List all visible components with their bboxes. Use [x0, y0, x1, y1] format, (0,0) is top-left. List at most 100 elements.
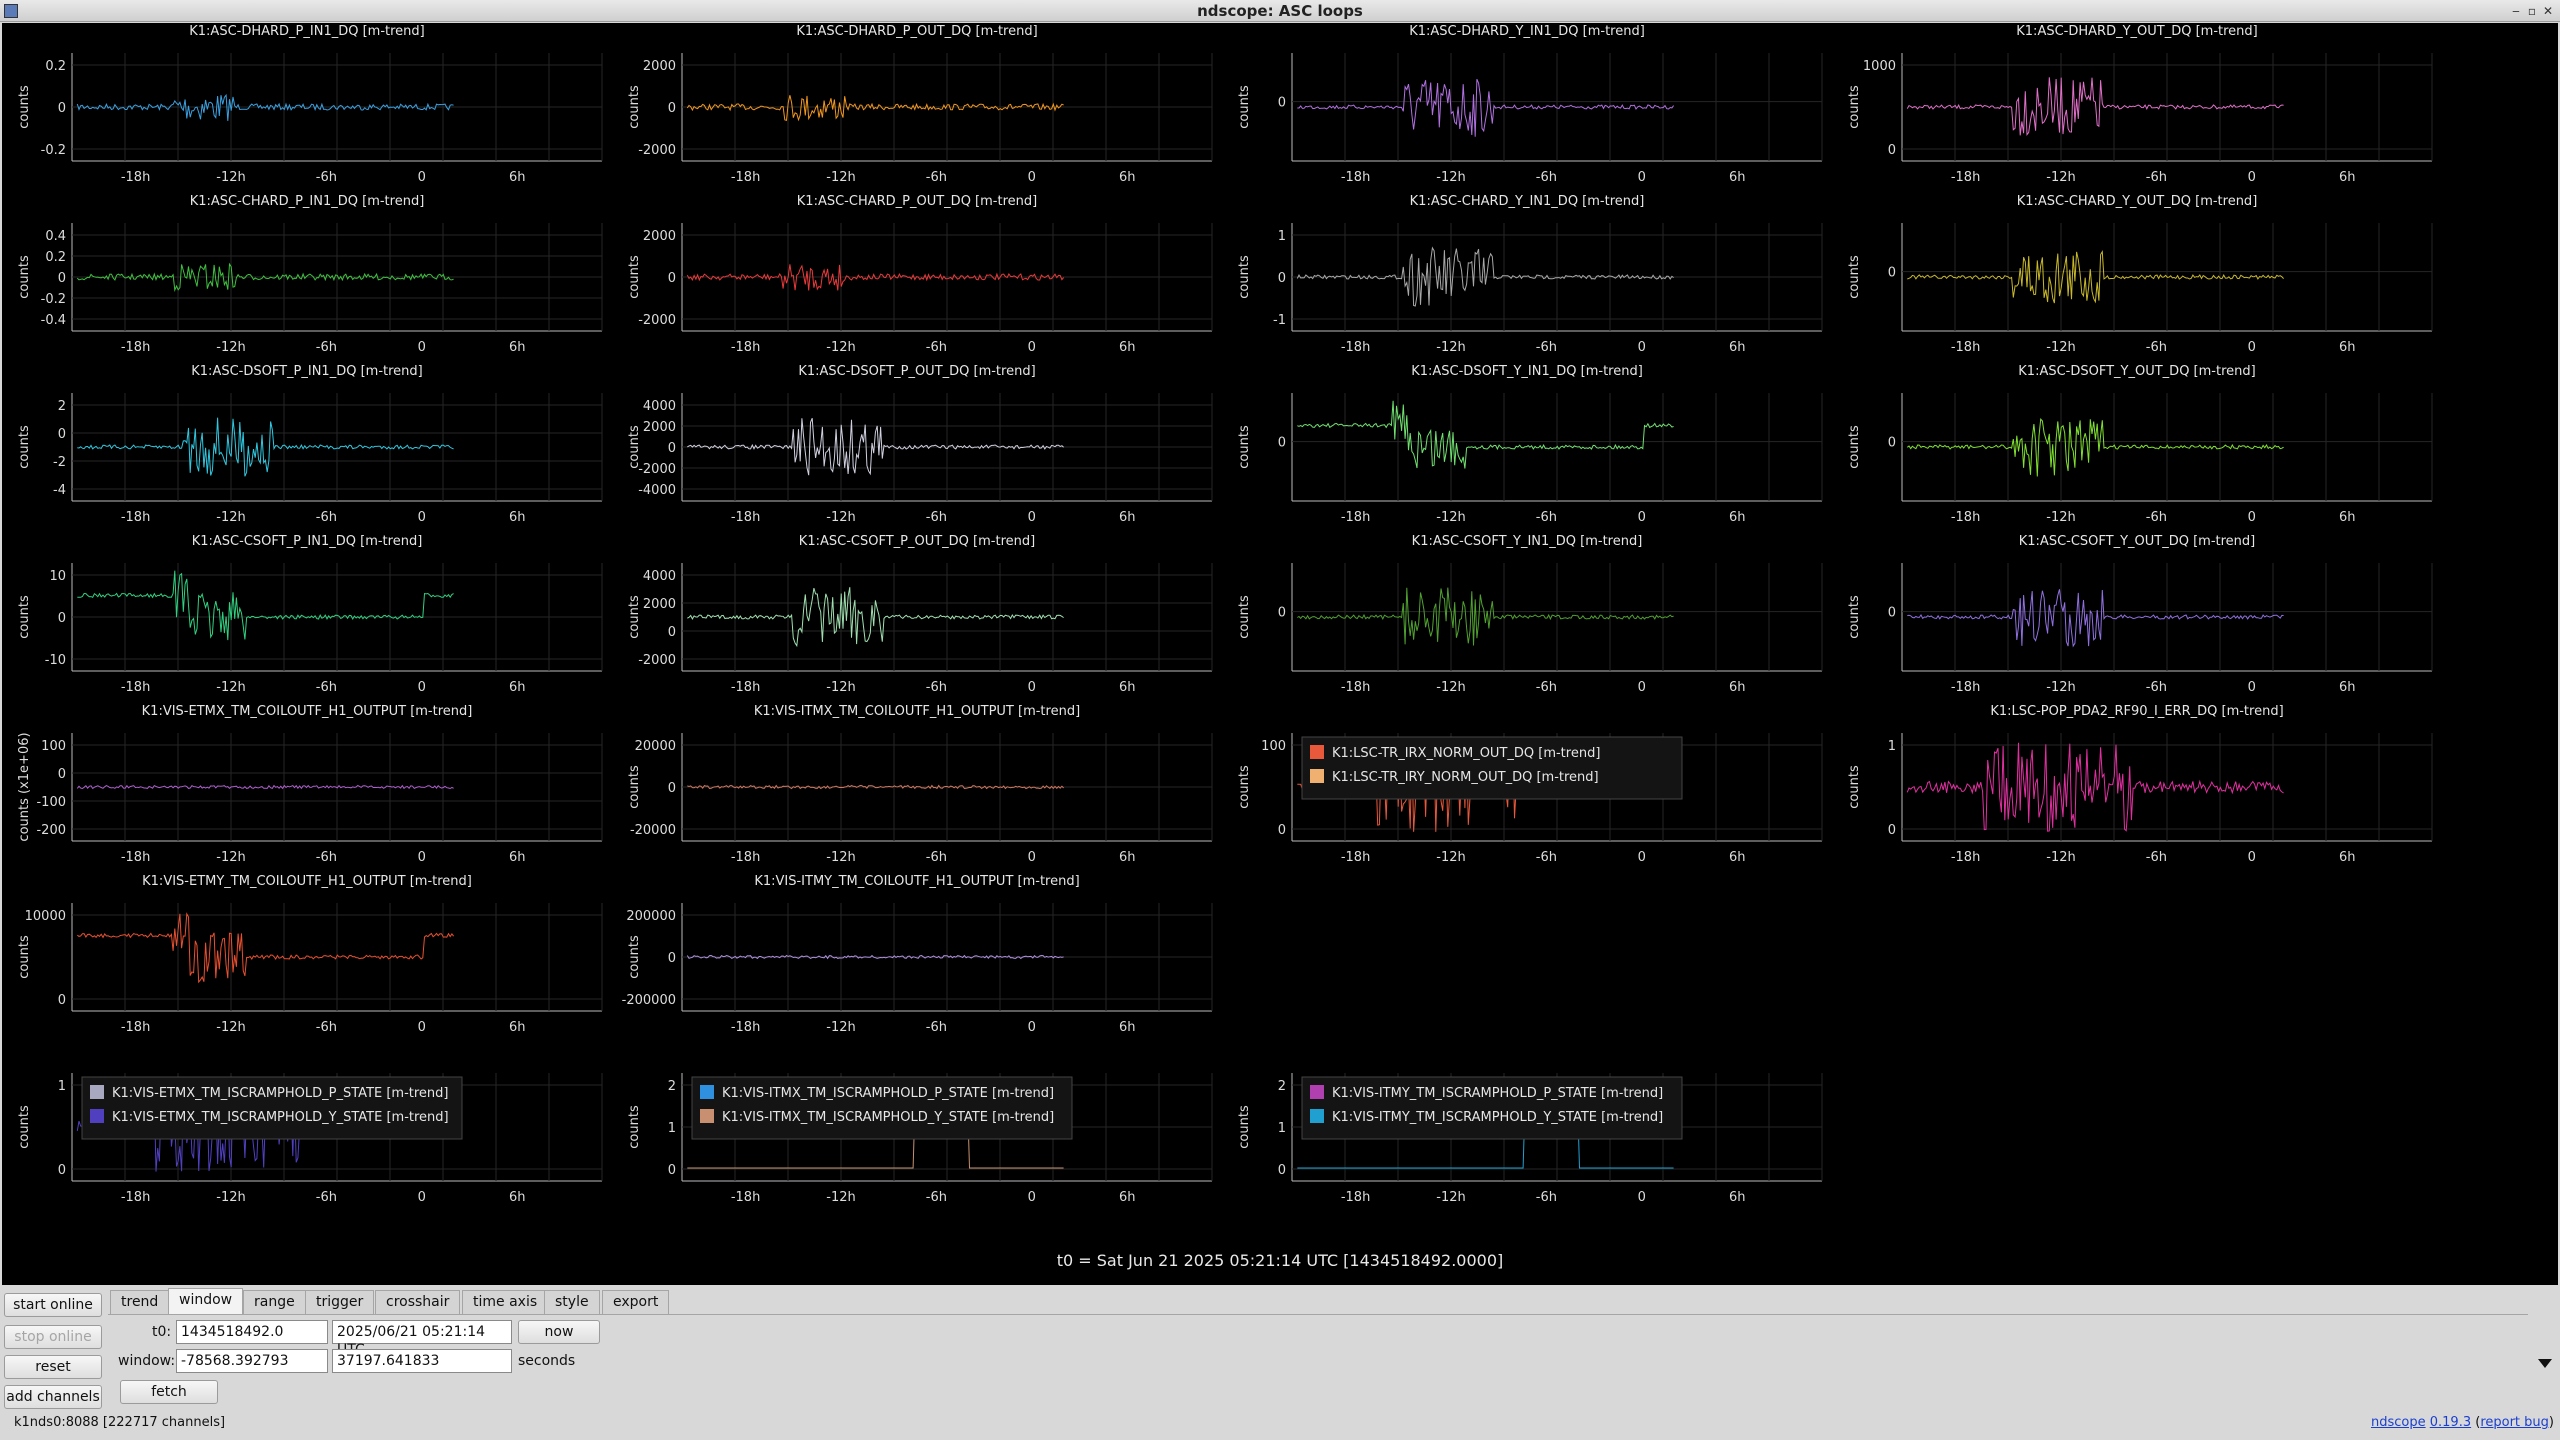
plot-12[interactable]: K1:ASC-DSOFT_Y_OUT_DQ [m-trend]0counts-1… [1847, 364, 2433, 525]
y-tick-label: -20000 [630, 823, 676, 838]
x-tick-label: 0 [1028, 850, 1036, 865]
x-tick-label: 0 [1638, 170, 1646, 185]
x-tick-label: -18h [1951, 850, 1980, 865]
plot-17[interactable]: K1:VIS-ETMX_TM_COILOUTF_H1_OUTPUT [m-tre… [17, 704, 603, 865]
x-tick-label: 0 [1028, 1190, 1036, 1205]
version-link[interactable]: 0.19.3 [2429, 1415, 2472, 1430]
window-end-input[interactable]: 37197.641833 [332, 1349, 512, 1373]
tab-window[interactable]: window [168, 1288, 244, 1315]
tab-export[interactable]: export [602, 1290, 670, 1314]
y-axis-label: counts [627, 85, 642, 129]
trace [687, 784, 1064, 790]
x-tick-label: -6h [316, 170, 337, 185]
y-tick-label: 100 [41, 739, 66, 754]
y-tick-label: -2000 [638, 143, 676, 158]
expand-arrow-icon[interactable] [2538, 1359, 2552, 1368]
tab-time-axis[interactable]: time axis [462, 1290, 549, 1314]
tab-trigger[interactable]: trigger [305, 1290, 375, 1314]
ndscope-link[interactable]: ndscope [2370, 1415, 2426, 1430]
plot-5[interactable]: K1:ASC-CHARD_P_IN1_DQ [m-trend]0.40.20-0… [17, 194, 603, 355]
plot-10[interactable]: K1:ASC-DSOFT_P_OUT_DQ [m-trend]400020000… [627, 364, 1213, 525]
x-tick-label: -18h [1341, 680, 1370, 695]
plot-20[interactable]: K1:LSC-POP_PDA2_RF90_I_ERR_DQ [m-trend]1… [1847, 704, 2433, 865]
legend-label: K1:VIS-ETMX_TM_ISCRAMPHOLD_P_STATE [m-tr… [112, 1086, 449, 1101]
now-button[interactable]: now [518, 1320, 600, 1344]
plot-8[interactable]: K1:ASC-CHARD_Y_OUT_DQ [m-trend]0counts-1… [1847, 194, 2433, 355]
x-tick-label: 0 [1028, 510, 1036, 525]
plot-21[interactable]: K1:VIS-ETMY_TM_COILOUTF_H1_OUTPUT [m-tre… [17, 874, 603, 1035]
window-start-input[interactable]: -78568.392793 [176, 1349, 328, 1373]
plot-6[interactable]: K1:ASC-CHARD_P_OUT_DQ [m-trend]20000-200… [627, 194, 1213, 355]
plot-2[interactable]: K1:ASC-DHARD_P_OUT_DQ [m-trend]20000-200… [627, 24, 1213, 185]
trace [76, 93, 454, 121]
t0-gps-input[interactable]: 1434518492.0 [176, 1320, 328, 1344]
reset-button[interactable]: reset [4, 1355, 102, 1379]
y-tick-label: 1 [58, 1079, 66, 1094]
x-tick-label: 0 [418, 510, 426, 525]
plot-11[interactable]: K1:ASC-DSOFT_Y_IN1_DQ [m-trend]0counts-1… [1237, 364, 1823, 525]
y-tick-label: 0 [668, 101, 676, 116]
plot-14[interactable]: K1:ASC-CSOFT_P_OUT_DQ [m-trend]400020000… [627, 534, 1213, 695]
plot-7[interactable]: K1:ASC-CHARD_Y_IN1_DQ [m-trend]10-1count… [1237, 194, 1823, 355]
plot-3[interactable]: K1:ASC-DHARD_Y_IN1_DQ [m-trend]0counts-1… [1237, 24, 1823, 185]
x-tick-label: -12h [1436, 1190, 1465, 1205]
plot-grid[interactable]: K1:ASC-DHARD_P_IN1_DQ [m-trend]0.20-0.2c… [2, 23, 2558, 1285]
y-tick-label: 0.2 [45, 59, 66, 74]
y-tick-label: 0 [58, 611, 66, 626]
plot-1[interactable]: K1:ASC-DHARD_P_IN1_DQ [m-trend]0.20-0.2c… [17, 24, 603, 185]
plot-15[interactable]: K1:ASC-CSOFT_Y_IN1_DQ [m-trend]0counts-1… [1237, 534, 1823, 695]
y-axis-label: counts (x1e+06) [17, 732, 32, 841]
minimize-icon[interactable]: ‒ [2512, 4, 2520, 18]
y-tick-label: 0 [1888, 606, 1896, 621]
y-axis-label: counts [627, 765, 642, 809]
x-tick-label: -6h [316, 1190, 337, 1205]
add-channels-button[interactable]: add channels [4, 1385, 102, 1409]
x-tick-label: 6h [2339, 680, 2356, 695]
tab-range[interactable]: range [243, 1290, 306, 1314]
x-tick-label: 6h [1729, 510, 1746, 525]
x-tick-label: 0 [1028, 170, 1036, 185]
close-icon[interactable]: ✕ [2542, 4, 2554, 18]
x-tick-label: 0 [1638, 1190, 1646, 1205]
x-tick-label: 0 [1028, 1020, 1036, 1035]
y-tick-label: 0 [668, 951, 676, 966]
fetch-button[interactable]: fetch [120, 1380, 218, 1404]
y-tick-label: 2 [58, 399, 66, 414]
t0-utc-input[interactable]: 2025/06/21 05:21:14 UTC [332, 1320, 512, 1358]
start-online-button[interactable]: start online [4, 1293, 102, 1317]
plot-22[interactable]: K1:VIS-ITMY_TM_COILOUTF_H1_OUTPUT [m-tre… [622, 874, 1213, 1035]
y-axis-label: counts [17, 1105, 32, 1149]
stop-online-button[interactable]: stop online [4, 1325, 102, 1349]
y-tick-label: -200 [36, 823, 66, 838]
x-tick-label: 0 [1028, 680, 1036, 695]
plot-16[interactable]: K1:ASC-CSOFT_Y_OUT_DQ [m-trend]0counts-1… [1847, 534, 2433, 695]
x-tick-label: -12h [826, 680, 855, 695]
x-tick-label: -12h [826, 850, 855, 865]
plot-18[interactable]: K1:VIS-ITMX_TM_COILOUTF_H1_OUTPUT [m-tre… [627, 704, 1213, 865]
plot-9[interactable]: K1:ASC-DSOFT_P_IN1_DQ [m-trend]20-2-4cou… [17, 364, 603, 525]
tab-trend[interactable]: trend [110, 1290, 170, 1314]
x-tick-label: -6h [316, 340, 337, 355]
tab-style[interactable]: style [544, 1290, 600, 1314]
plot-13[interactable]: K1:ASC-CSOFT_P_IN1_DQ [m-trend]100-10cou… [17, 534, 603, 695]
plot-4[interactable]: K1:ASC-DHARD_Y_OUT_DQ [m-trend]10000coun… [1847, 24, 2433, 185]
x-tick-label: 0 [1638, 340, 1646, 355]
x-tick-label: 6h [1119, 1190, 1136, 1205]
legend-swatch [1310, 745, 1324, 759]
plot-title: K1:VIS-ETMY_TM_COILOUTF_H1_OUTPUT [m-tre… [142, 874, 472, 889]
x-tick-label: -18h [121, 510, 150, 525]
report-bug-link[interactable]: report bug [2480, 1415, 2549, 1430]
x-tick-label: 6h [1729, 170, 1746, 185]
y-tick-label: 0 [1888, 143, 1896, 158]
plot-title: K1:ASC-CSOFT_Y_OUT_DQ [m-trend] [2019, 534, 2256, 549]
maximize-icon[interactable]: ▫ [2527, 4, 2537, 18]
tab-crosshair[interactable]: crosshair [375, 1290, 461, 1314]
trace [687, 418, 1064, 476]
x-tick-label: -18h [121, 680, 150, 695]
x-tick-label: 6h [1119, 1020, 1136, 1035]
